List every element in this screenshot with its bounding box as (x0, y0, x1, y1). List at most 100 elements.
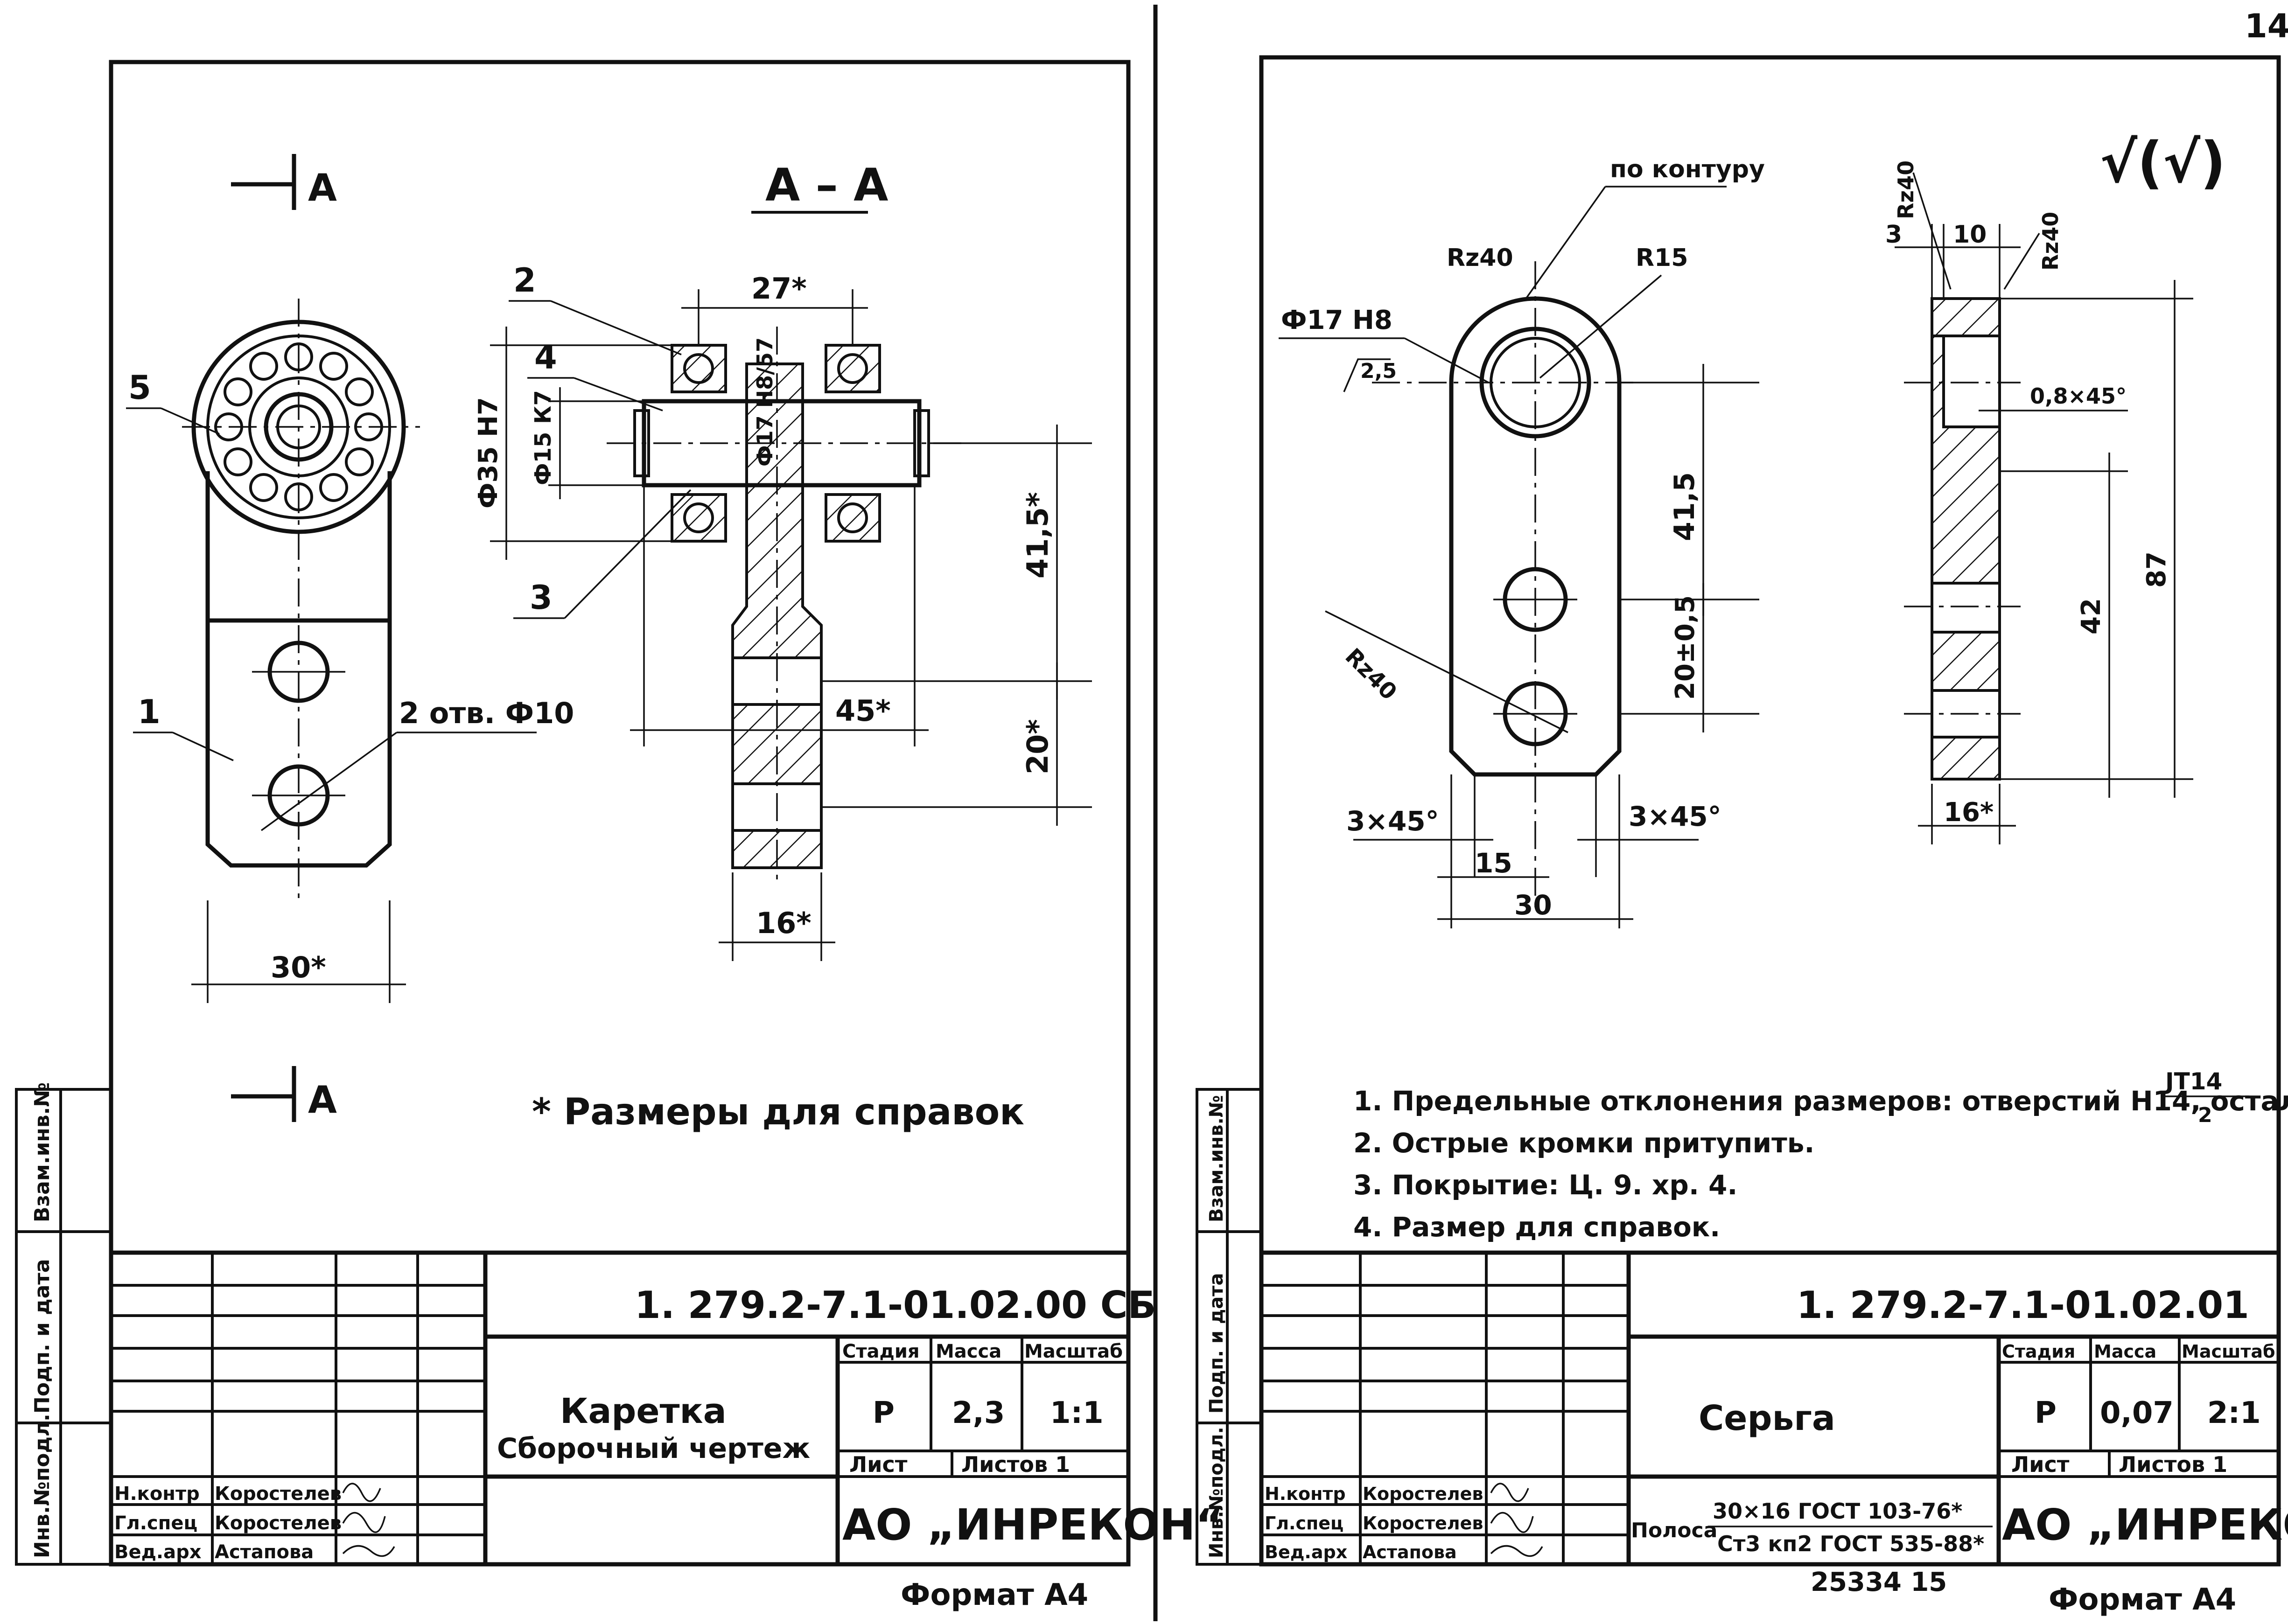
part-5-label: 5 (128, 369, 151, 407)
svg-text:Стадия: Стадия (2002, 1341, 2075, 1362)
svg-text:42: 42 (2076, 598, 2106, 634)
svg-text:Р: Р (873, 1396, 895, 1430)
left-sheet: Инв.№подл. Подп. и дата Взам.инв.№ А А А… (15, 60, 1224, 1612)
left-stamp-sign: Подп. и дата (30, 1259, 54, 1414)
svg-text:Ст3 кп2 ГОСТ 535-88*: Ст3 кп2 ГОСТ 535-88* (1717, 1531, 1984, 1556)
right-code: 1. 279.2-7.1-01.02.01 (1797, 1283, 2249, 1327)
svg-text:Вед.арх: Вед.арх (1265, 1542, 1347, 1562)
svg-text:Подп. и дата: Подп. и дата (1206, 1273, 1227, 1414)
svg-text:30*: 30* (271, 950, 326, 984)
right-company: АО „ИНРЕКОН“ (2002, 1500, 2288, 1550)
cham-label: 0,8×45° (2030, 383, 2127, 409)
part-3-label: 3 (530, 579, 553, 617)
svg-text:Н.контр: Н.контр (1265, 1484, 1346, 1504)
svg-text:Листов 1: Листов 1 (2119, 1452, 2227, 1477)
link-side-view (1904, 297, 2021, 781)
svg-text:Коростелев: Коростелев (215, 1512, 342, 1534)
r15-label: R15 (1636, 244, 1688, 272)
carriage-front-view (182, 299, 420, 900)
right-notes: 1. Предельные отклонения размеров: отвер… (1353, 1068, 2288, 1243)
dim-3-10: 3 10 (1885, 221, 2021, 299)
section-view (607, 327, 961, 886)
svg-text:2,3: 2,3 (952, 1396, 1005, 1430)
svg-text:3: 3 (1885, 221, 1902, 249)
svg-text:Инв.№подл.: Инв.№подл. (1206, 1427, 1227, 1558)
signatures-right (1490, 1483, 1543, 1557)
left-stamp-repl: Взам.инв.№ (30, 1082, 54, 1222)
left-title-block: 1. 279.2-7.1-01.02.00 СБ Каретка Сборочн… (109, 1250, 1224, 1567)
section-mark-top: А (231, 154, 337, 210)
left-code: 1. 279.2-7.1-01.02.00 СБ (635, 1283, 1156, 1327)
svg-text:3×45°: 3×45° (1629, 801, 1721, 832)
svg-text:16*: 16* (756, 906, 812, 940)
note-4: 4. Размер для справок. (1353, 1211, 1720, 1243)
dim-16: 16* (719, 872, 835, 961)
svg-text:Гл.спец: Гл.спец (1265, 1513, 1343, 1533)
right-title-block: 1. 279.2-7.1-01.02.01 Серьга Полоса 30×1… (1259, 1250, 2288, 1567)
svg-text:Листов 1: Листов 1 (961, 1452, 1070, 1477)
svg-text:Масса: Масса (936, 1341, 1001, 1362)
svg-text:1:1: 1:1 (1050, 1396, 1104, 1430)
left-note: * Размеры для справок (532, 1091, 1024, 1133)
svg-text:А: А (308, 166, 337, 209)
dim-20: 20* (821, 662, 1092, 826)
right-side-stamp: Инв.№подл. Подп. и дата Взам.инв.№ (1196, 1088, 1263, 1566)
right-sheet: Инв.№подл. Подп. и дата Взам.инв.№ √(√) … (1196, 55, 2288, 1617)
note-1-den: 2 (2198, 1103, 2212, 1127)
svg-text:30: 30 (1514, 889, 1552, 921)
svg-text:Полоса: Полоса (1631, 1519, 1717, 1542)
left-name-2: Сборочный чертеж (497, 1432, 810, 1465)
dims-bottom: 3×45° 3×45° 15 30 (1346, 774, 1721, 928)
svg-text:А: А (308, 1078, 337, 1122)
svg-text:3×45°: 3×45° (1346, 805, 1439, 837)
rz40-a: Rz40 (1447, 244, 1513, 272)
svg-text:Гл.спец: Гл.спец (114, 1512, 197, 1534)
svg-text:87: 87 (2141, 551, 2172, 588)
part-2-label: 2 (513, 261, 536, 300)
dim-30: 30* (191, 900, 406, 1003)
svg-text:Взам.инв.№: Взам.инв.№ (1206, 1095, 1227, 1222)
left-format: Формат А4 (901, 1578, 1088, 1612)
link-front-view (1372, 261, 1633, 914)
part-1-label: 1 (138, 693, 161, 731)
svg-text:27*: 27* (751, 272, 807, 306)
dim-42: 42 (2000, 453, 2128, 798)
svg-text:Масса: Масса (2094, 1341, 2156, 1362)
svg-text:Н.контр: Н.контр (114, 1483, 200, 1505)
dim-20-05: 20±0,5 (1619, 583, 1759, 732)
note-3: 3. Покрытие: Ц. 9. хр. 4. (1353, 1169, 1737, 1201)
rz40-d: Rz40 (2038, 212, 2063, 271)
stamp-number: 25334 15 (1811, 1567, 1947, 1597)
svg-text:Ф15 К7: Ф15 К7 (530, 390, 556, 485)
page-number: 14 (2245, 7, 2288, 45)
section-title: А – А (765, 159, 888, 211)
dim-phi35: Ф35 Н7 (473, 327, 672, 560)
holes-label: 2 отв. Ф10 (399, 696, 574, 730)
svg-text:Лист: Лист (849, 1452, 908, 1477)
signatures (342, 1483, 395, 1557)
left-company: АО „ИНРЕКОН“ (842, 1500, 1224, 1550)
svg-text:Астапова: Астапова (1363, 1542, 1457, 1562)
svg-text:20±0,5: 20±0,5 (1670, 595, 1700, 700)
dim-45: 45* (630, 485, 929, 746)
rz40-b: Rz40 (1340, 643, 1402, 705)
svg-text:41,5: 41,5 (1668, 472, 1701, 541)
rz40-c: Rz40 (1893, 160, 1918, 219)
dim-41-5: 41,5 (1619, 364, 1759, 616)
svg-text:20*: 20* (1021, 719, 1055, 774)
dim-phi17: Ф17 Н8/57 (752, 337, 777, 467)
dim-phi15: Ф15 К7 (530, 387, 644, 499)
svg-text:Масштаб: Масштаб (2182, 1341, 2275, 1362)
svg-text:Коростелев: Коростелев (215, 1483, 342, 1505)
right-name: Серьга (1699, 1398, 1835, 1438)
contour-label: по контуру (1610, 155, 1765, 183)
svg-text:0,07: 0,07 (2100, 1396, 2174, 1430)
svg-text:Вед.арх: Вед.арх (114, 1541, 202, 1563)
r25-label: 2,5 (1360, 359, 1397, 383)
dim-27: 27* (681, 272, 868, 345)
svg-text:45*: 45* (835, 694, 891, 728)
dim-16-side: 16* (1918, 784, 2016, 844)
left-frame (109, 60, 1131, 1567)
left-side-stamp: Инв.№подл. Подп. и дата Взам.инв.№ (15, 1082, 112, 1566)
